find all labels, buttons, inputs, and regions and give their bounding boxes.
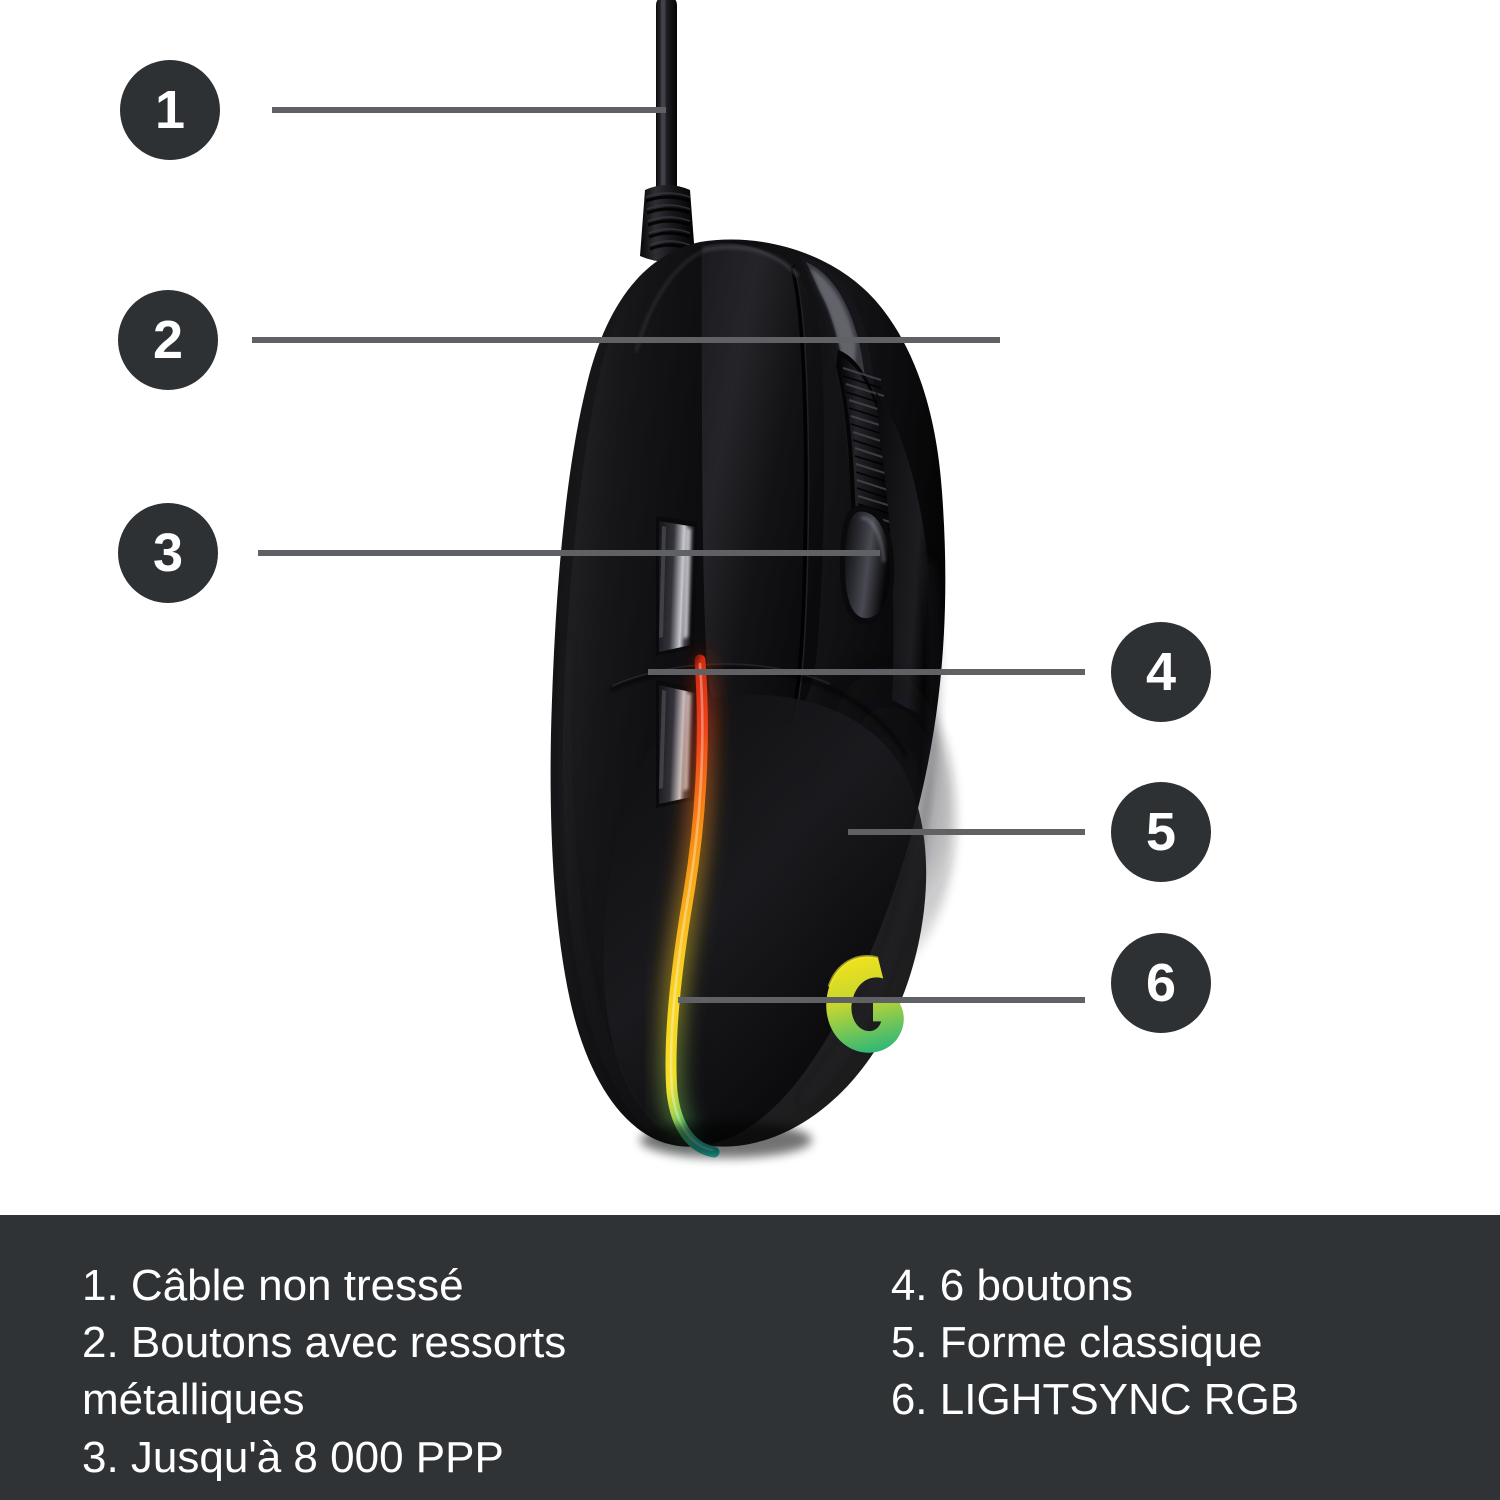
mouse-cable [656,0,677,196]
callout-badge-2[interactable]: 2 [118,290,218,390]
side-button-forward[interactable] [656,516,698,656]
dpi-button[interactable] [840,505,895,625]
callout-badge-5[interactable]: 5 [1111,782,1211,882]
legend-item-4: 4. 6 boutons [890,1261,1134,1310]
callout-badge-1[interactable]: 1 [120,60,220,160]
callout-leader-lines [252,107,1085,1003]
mouse-body [550,239,956,1165]
legend-column-left: 1. Câble non tressé 2. Boutons avec ress… [82,1257,711,1500]
legend-item-6: 6. LIGHTSYNC RGB [890,1375,1300,1425]
mouse-illustration [252,0,1085,1165]
feature-legend-panel: 1. Câble non tressé 2. Boutons avec ress… [0,1215,1500,1500]
cable-strain-relief [640,185,695,262]
side-button-back[interactable] [656,680,698,808]
callout-badge-4[interactable]: 4 [1111,622,1211,722]
legend-item-1: 1. Câble non tressé [82,1261,464,1310]
legend-column-right: 4. 6 boutons 5. Forme classique 6. LIGHT… [891,1257,1500,1500]
rgb-light-strip [657,647,727,1165]
callout-badge-6[interactable]: 6 [1111,933,1211,1033]
callout-badge-3[interactable]: 3 [118,503,218,603]
product-image-stage: 1 2 3 4 5 6 [118,0,1211,1165]
legend-item-3: 3. Jusqu'à 8 000 PPP [82,1432,504,1482]
legend-item-5: 5. Forme classique [890,1318,1263,1368]
logitech-g-logo [826,955,904,1053]
legend-item-2: 2. Boutons avec ressorts métalliques [82,1318,579,1425]
